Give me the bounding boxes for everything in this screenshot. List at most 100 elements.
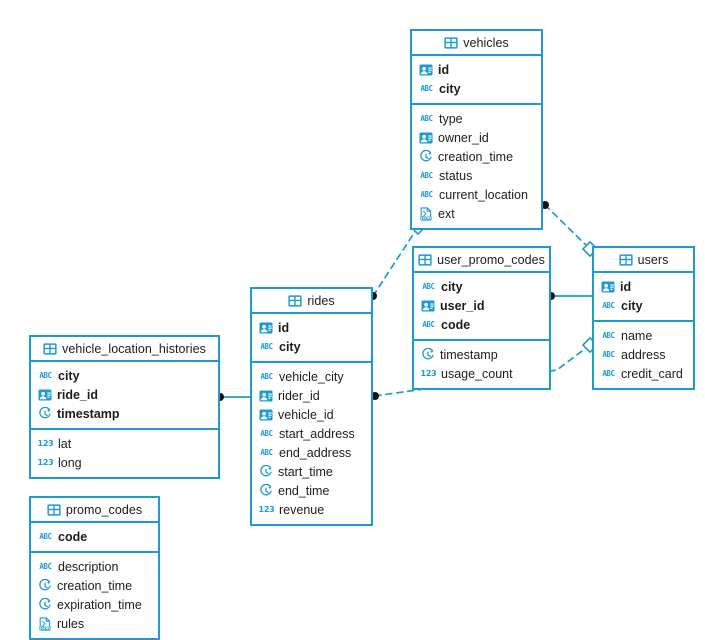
number-123-icon: 123 — [258, 504, 275, 514]
entity-name: vehicles — [463, 35, 509, 50]
field-row[interactable]: 123 revenue — [252, 500, 371, 519]
abc-text-icon: ABC — [39, 370, 52, 380]
field-label: rules — [57, 616, 85, 631]
abc-text-icon: ABC — [422, 319, 435, 329]
key-field-row[interactable]: user_id — [414, 296, 549, 315]
field-row[interactable]: ABC end_address — [252, 443, 371, 462]
key-field-row[interactable]: ABC city — [31, 366, 218, 385]
field-row[interactable]: JSON ext — [412, 204, 541, 223]
field-label: timestamp — [440, 347, 498, 362]
field-row[interactable]: creation_time — [412, 147, 541, 166]
field-label: id — [620, 279, 632, 294]
field-row[interactable]: start_time — [252, 462, 371, 481]
field-row[interactable]: expiration_time — [31, 595, 158, 614]
field-row[interactable]: timestamp — [414, 345, 549, 364]
field-row[interactable]: rider_id — [252, 386, 371, 405]
field-label: credit_card — [621, 366, 683, 381]
clock-icon — [259, 483, 273, 498]
field-label: start_address — [279, 426, 355, 441]
key-field-row[interactable]: id — [594, 277, 693, 296]
key-field-row[interactable]: ride_id — [31, 385, 218, 404]
abc-text-icon: ABC — [420, 83, 433, 93]
field-label: start_time — [278, 464, 333, 479]
abc-text-icon: ABC — [602, 330, 615, 340]
table-grid-icon — [47, 503, 61, 517]
field-row[interactable]: end_time — [252, 481, 371, 500]
key-field-row[interactable]: timestamp — [31, 404, 218, 423]
entity-header[interactable]: vehicle_location_histories — [31, 337, 218, 362]
entity-header[interactable]: user_promo_codes — [414, 248, 549, 273]
abc-text-icon: ABC — [260, 447, 273, 457]
entity-name: rides — [307, 293, 335, 308]
field-label: end_address — [279, 445, 352, 460]
person-badge-icon — [259, 321, 273, 335]
number-123-icon: 123 — [37, 457, 54, 467]
clock-icon — [38, 597, 52, 612]
field-label: city — [439, 81, 461, 96]
entity-name: promo_codes — [65, 502, 143, 517]
field-label: rider_id — [278, 388, 320, 403]
table-grid-icon — [418, 253, 432, 267]
field-label: owner_id — [438, 130, 489, 145]
abc-text-icon: ABC — [420, 170, 433, 180]
clock-icon — [259, 464, 273, 479]
field-row[interactable]: ABC start_address — [252, 424, 371, 443]
field-label: address — [621, 347, 666, 362]
entity-header[interactable]: users — [594, 248, 693, 273]
table-grid-icon — [618, 253, 633, 267]
abc-text-icon: ABC — [39, 561, 52, 571]
abc-text-icon: ABC — [260, 428, 273, 438]
entity-header[interactable]: rides — [252, 289, 371, 314]
key-field-row[interactable]: id — [412, 60, 541, 79]
person-badge-icon — [421, 299, 435, 313]
json-file-icon: JSON — [419, 206, 433, 221]
field-label: current_location — [439, 187, 528, 202]
table-grid-icon — [444, 36, 458, 50]
entity-name: users — [637, 252, 669, 267]
person-badge-icon — [419, 131, 433, 145]
entity-header[interactable]: vehicles — [412, 31, 541, 56]
field-row[interactable]: owner_id — [412, 128, 541, 147]
entity-name: vehicle_location_histories — [62, 341, 206, 356]
entity-header[interactable]: promo_codes — [31, 498, 158, 523]
field-label: id — [278, 320, 290, 335]
field-row[interactable]: creation_time — [31, 576, 158, 595]
abc-text-icon: ABC — [260, 371, 273, 381]
field-row[interactable]: vehicle_id — [252, 405, 371, 424]
person-badge-icon — [601, 280, 615, 294]
svg-text:JSON: JSON — [39, 626, 50, 630]
field-label: revenue — [279, 502, 325, 517]
field-label: ride_id — [57, 387, 98, 402]
relationship-line-rel-vehicles-users[interactable] — [544, 204, 591, 250]
field-row[interactable]: JSON rules — [31, 614, 158, 633]
key-field-row[interactable]: id — [252, 318, 371, 337]
key-field-row[interactable]: ABC city — [412, 79, 541, 98]
field-label: city — [58, 368, 80, 383]
